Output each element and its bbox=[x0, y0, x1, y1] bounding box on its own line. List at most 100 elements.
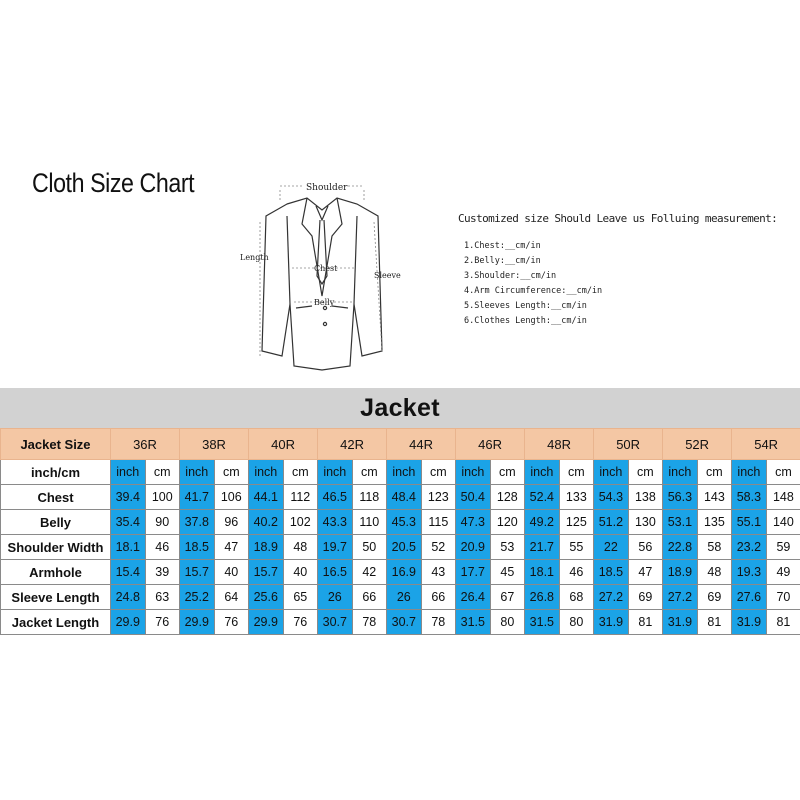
cm-value-cell: 69 bbox=[627, 584, 664, 610]
unit-inch-cell: inch bbox=[179, 459, 215, 485]
row-label: Chest bbox=[0, 484, 111, 510]
cm-value-cell: 59 bbox=[765, 534, 800, 560]
cm-value-cell: 64 bbox=[213, 584, 250, 610]
cm-value-cell: 52 bbox=[420, 534, 457, 560]
custom-measurement-list: 1.Chest:__cm/in 2.Belly:__cm/in 3.Should… bbox=[458, 239, 788, 329]
inch-value-cell: 23.2 bbox=[731, 534, 767, 560]
custom-measurement-item: 6.Clothes Length:__cm/in bbox=[464, 316, 587, 326]
table-heading-band: Jacket bbox=[0, 388, 800, 428]
cm-value-cell: 46 bbox=[558, 559, 595, 585]
cm-value-cell: 76 bbox=[213, 609, 250, 635]
inch-value-cell: 48.4 bbox=[386, 484, 422, 510]
cm-value-cell: 135 bbox=[696, 509, 733, 535]
cm-value-cell: 138 bbox=[627, 484, 664, 510]
unit-cm-cell: cm bbox=[144, 459, 181, 485]
unit-inch-cell: inch bbox=[317, 459, 353, 485]
unit-row-label: inch/cm bbox=[0, 459, 111, 485]
size-header-cell: 42R bbox=[317, 428, 388, 460]
cm-value-cell: 110 bbox=[351, 509, 388, 535]
size-header-cell: 40R bbox=[248, 428, 319, 460]
inch-value-cell: 29.9 bbox=[110, 609, 146, 635]
cm-value-cell: 115 bbox=[420, 509, 457, 535]
cm-value-cell: 67 bbox=[489, 584, 526, 610]
cm-value-cell: 96 bbox=[213, 509, 250, 535]
inch-value-cell: 43.3 bbox=[317, 509, 353, 535]
custom-measurement-note: Customized size Should Leave us Folluing… bbox=[458, 212, 788, 329]
inch-value-cell: 26.4 bbox=[455, 584, 491, 610]
cm-value-cell: 47 bbox=[213, 534, 250, 560]
inch-value-cell: 20.5 bbox=[386, 534, 422, 560]
cm-value-cell: 90 bbox=[144, 509, 181, 535]
unit-inch-cell: inch bbox=[386, 459, 422, 485]
sleeve-label: Sleeve bbox=[374, 271, 401, 280]
cm-value-cell: 81 bbox=[627, 609, 664, 635]
cm-value-cell: 70 bbox=[765, 584, 800, 610]
inch-value-cell: 18.1 bbox=[110, 534, 146, 560]
inch-value-cell: 19.7 bbox=[317, 534, 353, 560]
cm-value-cell: 130 bbox=[627, 509, 664, 535]
cm-value-cell: 81 bbox=[696, 609, 733, 635]
inch-value-cell: 24.8 bbox=[110, 584, 146, 610]
inch-value-cell: 47.3 bbox=[455, 509, 491, 535]
cm-value-cell: 56 bbox=[627, 534, 664, 560]
inch-value-cell: 29.9 bbox=[179, 609, 215, 635]
shoulder-label: Shoulder bbox=[306, 183, 348, 193]
size-header-cell: 38R bbox=[179, 428, 250, 460]
inch-value-cell: 26 bbox=[386, 584, 422, 610]
inch-value-cell: 18.9 bbox=[662, 559, 698, 585]
inch-value-cell: 25.6 bbox=[248, 584, 284, 610]
inch-value-cell: 26 bbox=[317, 584, 353, 610]
cm-value-cell: 45 bbox=[489, 559, 526, 585]
cm-value-cell: 40 bbox=[282, 559, 319, 585]
unit-inch-cell: inch bbox=[524, 459, 560, 485]
size-header-cell: 52R bbox=[662, 428, 733, 460]
custom-measurement-intro: Customized size Should Leave us Folluing… bbox=[458, 212, 778, 225]
size-header-cell: 46R bbox=[455, 428, 526, 460]
cm-value-cell: 78 bbox=[351, 609, 388, 635]
size-header-cell: 44R bbox=[386, 428, 457, 460]
inch-value-cell: 16.5 bbox=[317, 559, 353, 585]
cm-value-cell: 125 bbox=[558, 509, 595, 535]
unit-cm-cell: cm bbox=[765, 459, 800, 485]
cm-value-cell: 148 bbox=[765, 484, 800, 510]
inch-value-cell: 16.9 bbox=[386, 559, 422, 585]
inch-value-cell: 31.5 bbox=[524, 609, 560, 635]
cm-value-cell: 81 bbox=[765, 609, 800, 635]
inch-value-cell: 15.7 bbox=[248, 559, 284, 585]
unit-inch-cell: inch bbox=[593, 459, 629, 485]
inch-value-cell: 58.3 bbox=[731, 484, 767, 510]
inch-value-cell: 27.2 bbox=[593, 584, 629, 610]
cm-value-cell: 102 bbox=[282, 509, 319, 535]
inch-value-cell: 35.4 bbox=[110, 509, 146, 535]
inch-value-cell: 22.8 bbox=[662, 534, 698, 560]
cm-value-cell: 69 bbox=[696, 584, 733, 610]
cm-value-cell: 133 bbox=[558, 484, 595, 510]
inch-value-cell: 18.1 bbox=[524, 559, 560, 585]
row-label: Shoulder Width bbox=[0, 534, 111, 560]
inch-value-cell: 52.4 bbox=[524, 484, 560, 510]
inch-value-cell: 31.9 bbox=[731, 609, 767, 635]
cm-value-cell: 47 bbox=[627, 559, 664, 585]
unit-inch-cell: inch bbox=[662, 459, 698, 485]
inch-value-cell: 18.9 bbox=[248, 534, 284, 560]
unit-cm-cell: cm bbox=[420, 459, 457, 485]
cm-value-cell: 78 bbox=[420, 609, 457, 635]
unit-inch-cell: inch bbox=[110, 459, 146, 485]
cm-value-cell: 58 bbox=[696, 534, 733, 560]
cm-value-cell: 65 bbox=[282, 584, 319, 610]
custom-measurement-item: 1.Chest:__cm/in bbox=[464, 241, 541, 251]
custom-measurement-item: 5.Sleeves Length:__cm/in bbox=[464, 301, 587, 311]
cm-value-cell: 39 bbox=[144, 559, 181, 585]
inch-value-cell: 15.4 bbox=[110, 559, 146, 585]
inch-value-cell: 46.5 bbox=[317, 484, 353, 510]
unit-inch-cell: inch bbox=[455, 459, 491, 485]
cm-value-cell: 66 bbox=[420, 584, 457, 610]
row-label: Armhole bbox=[0, 559, 111, 585]
cm-value-cell: 120 bbox=[489, 509, 526, 535]
cm-value-cell: 100 bbox=[144, 484, 181, 510]
